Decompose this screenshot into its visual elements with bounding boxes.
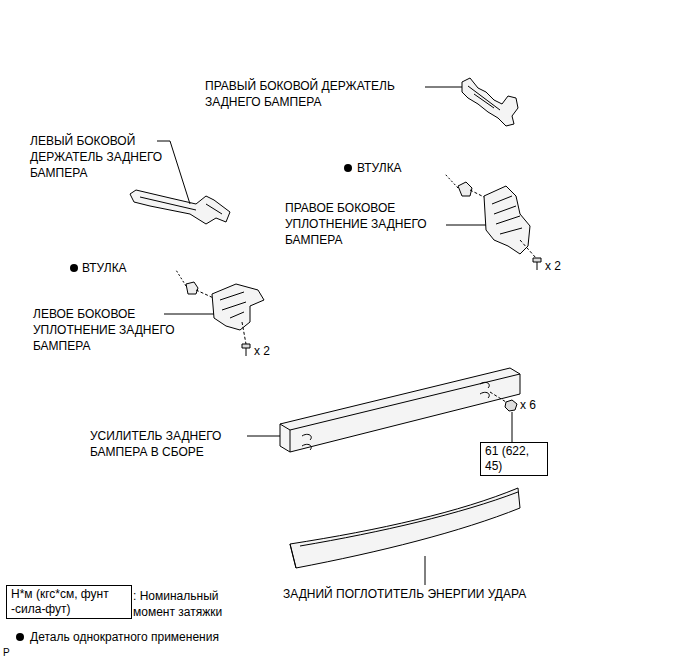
bushing [458, 182, 472, 196]
quantity: x 2 [254, 343, 294, 359]
leader-line [446, 225, 486, 226]
torque-box: 61 (622, 45) [480, 442, 548, 476]
leader-line [247, 436, 280, 437]
box-text: Н*м (кгс*см, фунт -сила-фут) [11, 587, 127, 617]
leader-line [425, 556, 426, 585]
bushing [186, 282, 198, 294]
single-use-dot [70, 264, 78, 272]
quantity: x 2 [545, 258, 585, 274]
box-text: 61 (622, 45) [485, 444, 543, 474]
part-label: ПРАВЫЙ БОКОВОЙ ДЕРЖАТЕЛЬ ЗАДНЕГО БАМПЕРА [205, 78, 433, 110]
leader-line [445, 174, 458, 188]
legend-sample-box: Н*м (кгс*см, фунт -сила-фут) [6, 585, 132, 619]
nut [505, 400, 517, 411]
part-label: ПРАВОЕ БОКОВОЕ УПЛОТНЕНИЕ ЗАДНЕГО БАМПЕР… [285, 200, 463, 248]
single-use-dot [16, 633, 24, 641]
left-seal [212, 284, 264, 330]
quantity: x 6 [520, 397, 560, 413]
page-mark: P [3, 645, 23, 659]
part-label: ВТУЛКА [82, 260, 162, 276]
leader-line [164, 314, 214, 315]
left-holder [130, 190, 230, 224]
legend-text: : Номинальный момент затяжки [133, 588, 257, 620]
screw [242, 344, 250, 356]
right-holder [462, 78, 518, 126]
leader-line [425, 87, 462, 88]
right-seal [484, 186, 530, 254]
absorber [290, 488, 520, 568]
reinforcement [280, 368, 520, 452]
part-label: ЛЕВОЕ БОКОВОЕ УПЛОТНЕНИЕ ЗАДНЕГО БАМПЕРА [33, 306, 183, 354]
leader-line [512, 412, 513, 442]
legend-text: Деталь однократного применения [30, 629, 290, 645]
part-label: УСИЛИТЕЛЬ ЗАДНЕГО БАМПЕРА В СБОРЕ [90, 428, 252, 460]
part-label: ВТУЛКА [357, 160, 437, 176]
part-label: ЗАДНИЙ ПОГЛОТИТЕЛЬ ЭНЕРГИИ УДАРА [283, 586, 583, 602]
part-label: ЛЕВЫЙ БОКОВОЙ ДЕРЖАТЕЛЬ ЗАДНЕГО БАМПЕРА [30, 133, 176, 181]
leader-line [176, 270, 186, 286]
single-use-dot [344, 164, 352, 172]
screw [533, 258, 541, 270]
